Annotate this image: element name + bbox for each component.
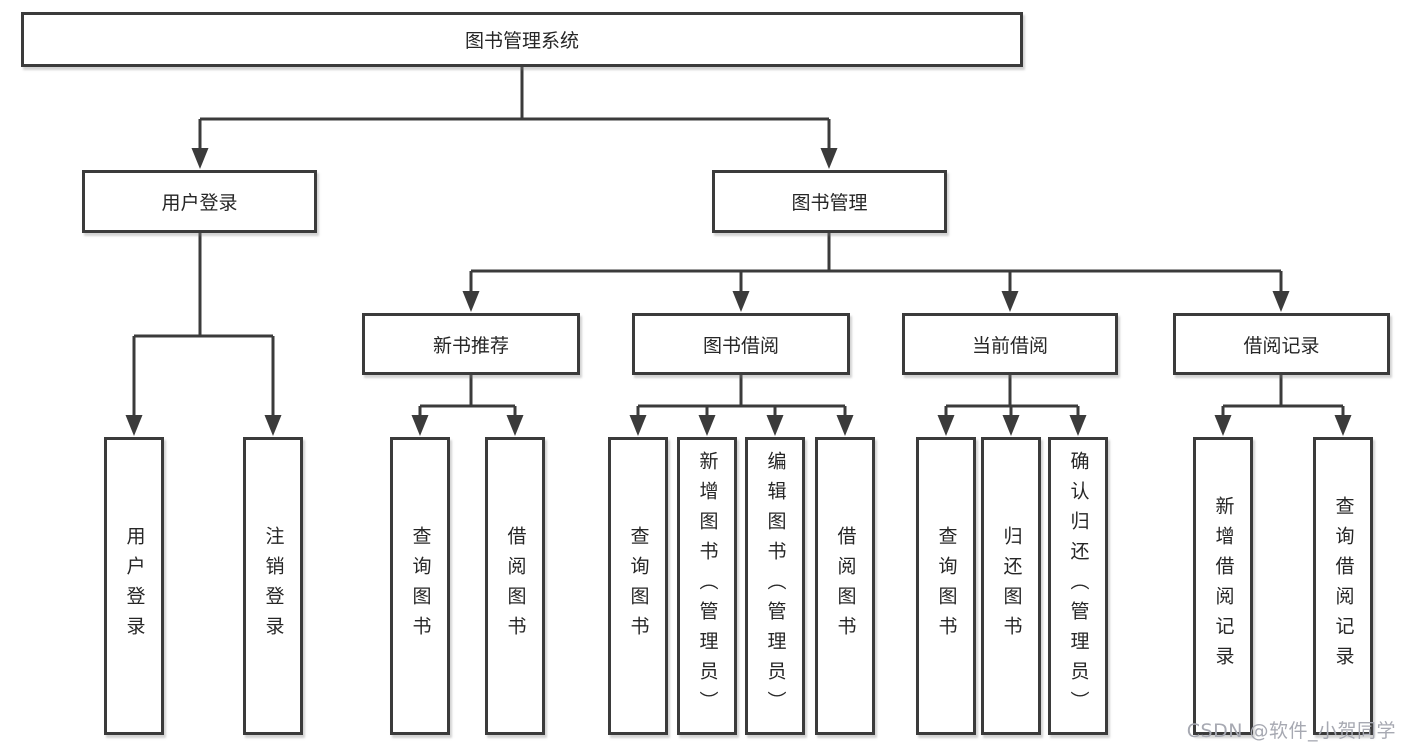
leaf-query-borrow-record: 查询借阅记录 — [1313, 437, 1373, 735]
node-book-borrow: 图书借阅 — [632, 313, 850, 375]
node-root-label: 图书管理系统 — [464, 30, 579, 52]
leaf-label: 借阅图书 — [504, 526, 527, 646]
leaf-borrow-books: 借阅图书 — [815, 437, 875, 735]
leaf-label: 编辑图书（管理员） — [764, 451, 787, 721]
node-book-management-label: 图书管理 — [791, 192, 868, 214]
leaf-label: 查询图书 — [935, 526, 958, 646]
leaf-borrow-books-recommend: 借阅图书 — [485, 437, 545, 735]
leaf-label: 新增借阅记录 — [1212, 496, 1235, 676]
node-new-book-recommend: 新书推荐 — [362, 313, 580, 375]
leaf-label: 借阅图书 — [834, 526, 857, 646]
node-label: 新书推荐 — [432, 334, 509, 357]
node-label: 图书借阅 — [702, 334, 779, 357]
leaf-label: 查询图书 — [627, 526, 650, 646]
leaf-label: 归还图书 — [1000, 526, 1023, 646]
leaf-label: 新增图书（管理员） — [696, 451, 719, 721]
node-current-borrow: 当前借阅 — [902, 313, 1118, 375]
leaf-edit-books-admin: 编辑图书（管理员） — [745, 437, 805, 735]
node-book-management: 图书管理 — [712, 170, 947, 233]
leaf-label: 查询图书 — [409, 526, 432, 646]
leaf-confirm-return-admin: 确认归还（管理员） — [1048, 437, 1108, 735]
leaf-label: 用户登录 — [123, 526, 146, 646]
csdn-watermark: CSDN @软件_小贺同学 — [1186, 720, 1396, 742]
leaf-label: 查询借阅记录 — [1332, 496, 1355, 676]
node-user-login: 用户登录 — [82, 170, 317, 233]
node-root: 图书管理系统 — [21, 12, 1023, 67]
node-user-login-label: 用户登录 — [161, 192, 238, 214]
leaf-user-login: 用户登录 — [104, 437, 164, 735]
leaf-logout: 注销登录 — [243, 437, 303, 735]
leaf-query-books-borrow: 查询图书 — [608, 437, 668, 735]
node-label: 当前借阅 — [971, 334, 1048, 357]
leaf-label: 注销登录 — [262, 526, 285, 646]
node-borrow-records: 借阅记录 — [1173, 313, 1390, 375]
leaf-label: 确认归还（管理员） — [1067, 451, 1090, 721]
node-label: 借阅记录 — [1243, 334, 1320, 357]
leaf-add-books-admin: 新增图书（管理员） — [677, 437, 737, 735]
leaf-return-books: 归还图书 — [981, 437, 1041, 735]
leaf-query-books-current: 查询图书 — [916, 437, 976, 735]
leaf-add-borrow-record: 新增借阅记录 — [1193, 437, 1253, 735]
leaf-query-books-recommend: 查询图书 — [390, 437, 450, 735]
